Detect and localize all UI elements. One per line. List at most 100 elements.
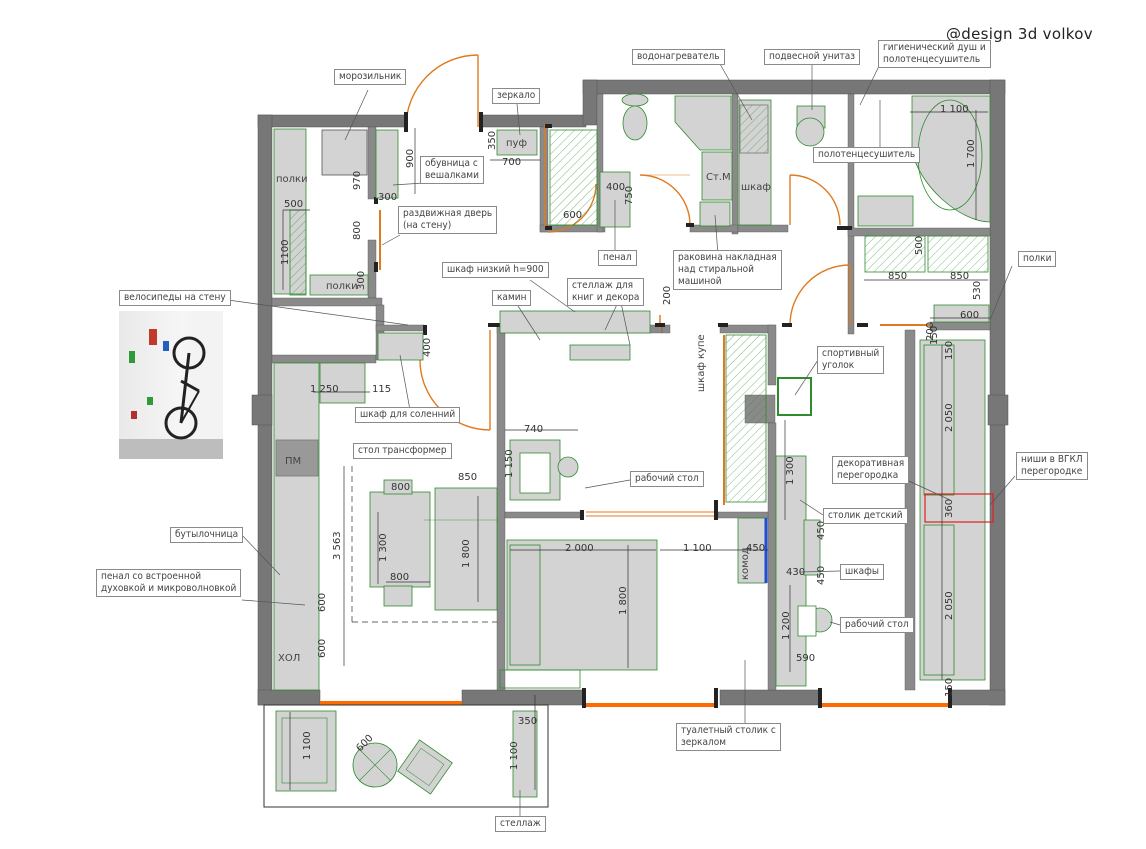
callout-pencil-case: пенал: [598, 250, 637, 266]
dim-value: 1 100: [509, 741, 520, 770]
callout-shelves-right: полки: [1018, 251, 1057, 267]
dim-value: 900: [405, 149, 416, 168]
bicycle-icon: [119, 311, 223, 459]
dim-value: 300: [378, 192, 397, 203]
author-watermark: @design 3d volkov: [946, 25, 1093, 43]
callout-bike-hooks: велосипеды на стену: [119, 290, 231, 306]
dim-value: 1 150: [504, 449, 515, 478]
dim-value: 1 700: [966, 139, 977, 168]
dim-value: 800: [352, 221, 363, 240]
dim-value: 970: [352, 171, 363, 190]
dim-value: 350: [518, 716, 537, 727]
windows: [320, 701, 950, 707]
balcony: [263, 704, 549, 808]
dim-value: 500: [284, 199, 303, 210]
dim-value: 1 300: [785, 456, 796, 485]
dim-value: 150: [929, 326, 940, 345]
dim-value: 700: [502, 157, 521, 168]
callout-transformer-table: стол трансформер: [353, 443, 452, 459]
dim-value: 600: [317, 639, 328, 658]
callout-sliding-door: раздвижная дверь (на стену): [398, 206, 498, 234]
room-label-washer: Ст.М: [706, 172, 731, 183]
dim-value: 200: [662, 286, 673, 305]
accents: [764, 493, 994, 583]
callout-work-desk: рабочий стол: [630, 471, 704, 487]
dimension-values: 900 970 300 350 700 500 1100 800 300 400…: [280, 104, 983, 770]
dim-value: 1 800: [618, 586, 629, 615]
dim-value: 600: [317, 593, 328, 612]
door-swings: [379, 54, 930, 517]
callout-oven-column: пенал со встроенной духовкой и микроволн…: [96, 569, 242, 597]
room-label-shelves: полки: [326, 281, 358, 292]
dim-value: 450: [816, 521, 827, 540]
dim-value: 1 100: [940, 104, 969, 115]
dim-value: 1 250: [310, 384, 339, 395]
dim-value: 150: [944, 678, 955, 697]
dim-value: 450: [746, 543, 765, 554]
dim-value: 360: [944, 499, 955, 518]
callout-pickles-cabinet: шкаф для соленний: [355, 407, 461, 423]
dim-value: 300: [356, 271, 367, 290]
dim-value: 1 200: [781, 611, 792, 640]
dim-value: 800: [391, 482, 410, 493]
callout-wall-toilet: подвесной унитаз: [764, 49, 861, 65]
dim-value: 2 050: [944, 591, 955, 620]
dim-value: 400: [422, 338, 433, 357]
room-label-shelves: полки: [276, 174, 308, 185]
room-label-wardrobe: шкаф: [741, 182, 771, 193]
dim-value: 400: [606, 182, 625, 193]
room-label-fridge: ХОЛ: [278, 653, 300, 664]
dimension-lines: [282, 110, 990, 790]
callout-niches: ниши в ВГКЛ перегородке: [1016, 452, 1088, 480]
leader-lines: [227, 63, 1016, 818]
dim-value: 200: [925, 322, 936, 341]
dim-value: 850: [458, 472, 477, 483]
room-label-coupe: шкаф купе: [696, 334, 707, 392]
room-label-dishwasher: ПМ: [285, 456, 301, 467]
callout-mirror: зеркало: [492, 88, 541, 104]
callout-water-heater: водонагреватель: [632, 49, 725, 65]
callout-book-shelf: стеллаж для книг и декора: [567, 278, 645, 306]
dim-value: 850: [950, 271, 969, 282]
bike-wall-photo: [119, 311, 223, 459]
callout-sports-corner: спортивный уголок: [817, 346, 885, 374]
dim-value: 150: [944, 341, 955, 360]
dim-value: 1 100: [302, 731, 313, 760]
dim-value: 1 300: [378, 533, 389, 562]
callout-fireplace: камин: [492, 290, 532, 306]
callout-work-desk-2: рабочий стол: [840, 617, 914, 633]
dim-value: 1100: [280, 240, 291, 265]
callout-shoe-rack: обувница с вешалками: [420, 156, 484, 184]
dim-value: 1 800: [461, 539, 472, 568]
dim-value: 800: [390, 572, 409, 583]
dim-value: 750: [624, 186, 635, 205]
callout-decor-partition: декоративная перегородка: [832, 456, 910, 484]
window-frames: [374, 112, 952, 708]
dim-value: 1 100: [683, 543, 712, 554]
callout-balcony-rack: стеллаж: [495, 816, 546, 832]
callout-sink-over-washer: раковина накладная над стиральной машино…: [673, 250, 782, 290]
callout-towel-dryer: полотенцесушитель: [813, 147, 921, 163]
dim-value: 2 000: [565, 543, 594, 554]
callout-low-cabinet: шкаф низкий h=900: [442, 262, 549, 278]
dim-value: 590: [796, 653, 815, 664]
dim-value: 115: [372, 384, 391, 395]
dim-value: 350: [487, 131, 498, 150]
callout-vanity: туалетный столик с зеркалом: [676, 723, 781, 751]
dim-value: 850: [888, 271, 907, 282]
dim-value: 450: [816, 566, 827, 585]
room-label-pouf: пуф: [506, 138, 527, 149]
callout-wardrobes: шкафы: [840, 564, 884, 580]
dim-value: 430: [786, 567, 805, 578]
dim-value: 3 563: [332, 531, 343, 560]
room-label-dresser: комод: [740, 547, 751, 580]
furniture: [273, 93, 991, 691]
room-labels: полки полки пуф Ст.М шкаф ПМ ХОЛ комод ш…: [276, 138, 771, 664]
dim-value: 600: [960, 310, 979, 321]
callout-kids-table: столик детский: [823, 508, 908, 524]
dim-value: 530: [972, 281, 983, 300]
callout-bottle-rack: бутылочница: [170, 527, 244, 543]
dim-value: 2 050: [944, 403, 955, 432]
